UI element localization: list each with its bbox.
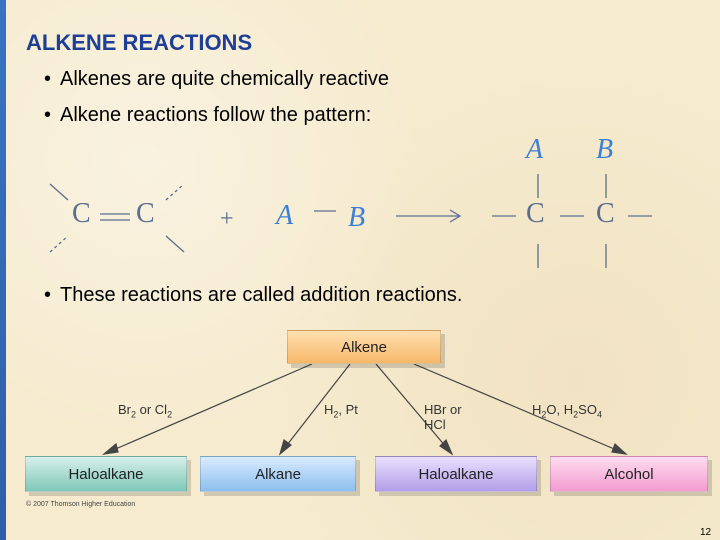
reagent-hydrogen-halide: HBr or HCl: [424, 402, 462, 432]
plus-sign: +: [220, 206, 234, 232]
reagent-halogen: Br2 or Cl2: [118, 402, 173, 420]
alcohol-box-label: Alcohol: [604, 465, 654, 483]
reagent-a: A: [276, 200, 294, 231]
reagent-hydrogen-halide-line-2: HCl: [424, 417, 446, 432]
reagent-hydrogen: H2, Pt: [324, 402, 358, 420]
arrowhead-alkane: [278, 439, 292, 456]
accent-bar: [0, 0, 6, 540]
bond-lower-right: [165, 235, 185, 253]
bullet-glyph: •: [44, 68, 52, 90]
bullet-3-text: These reactions are called addition reac…: [60, 284, 463, 306]
arrowhead-haloalkane-2: [439, 438, 454, 456]
product-carbon-2: C: [596, 198, 615, 229]
haloalkane-box-2: Haloalkane: [375, 456, 537, 492]
flowchart-arrows: [101, 363, 628, 456]
reagent-water-acid: H2O, H2SO4: [532, 402, 602, 420]
reaction-arrowhead: [449, 209, 462, 223]
reactant-carbon-2: C: [136, 198, 155, 229]
bond-lower-left: [49, 235, 69, 253]
product-a: A: [526, 134, 544, 165]
bond-upper-right: [165, 183, 185, 201]
bullet-glyph: •: [44, 284, 52, 306]
arrowhead-haloalkane-1: [101, 442, 119, 455]
product-carbon-1: C: [526, 198, 545, 229]
reagent-b: B: [348, 202, 366, 233]
slide-title: ALKENE REACTIONS: [26, 30, 253, 55]
reactant-carbon-1: C: [72, 198, 91, 229]
bullet-1-text: Alkenes are quite chemically reactive: [60, 68, 390, 90]
copyright-text: © 2007 Thomson Higher Education: [26, 501, 136, 508]
reagent-hydrogen-halide-line-1: HBr or: [424, 402, 462, 417]
haloalkane-box-2-label: Haloalkane: [418, 465, 494, 483]
arrow-to-haloalkane-2: [375, 363, 453, 455]
bullet-1: • Alkenes are quite chemically reactive: [44, 68, 389, 91]
product-b: B: [596, 134, 614, 165]
alkane-box-label: Alkane: [255, 465, 301, 483]
bullet-glyph: •: [44, 104, 52, 126]
alcohol-box: Alcohol: [550, 456, 708, 492]
alkane-box: Alkane: [200, 456, 356, 492]
alkene-box: Alkene: [287, 330, 441, 364]
arrow-to-alkane: [279, 363, 351, 455]
haloalkane-box-1: Haloalkane: [25, 456, 187, 492]
arrow-to-haloalkane-1: [103, 363, 313, 455]
alkene-box-label: Alkene: [341, 338, 387, 356]
bullet-2: • Alkene reactions follow the pattern:: [44, 104, 371, 127]
arrow-to-alcohol: [413, 363, 627, 455]
bullet-3: • These reactions are called addition rea…: [44, 284, 462, 307]
bond-upper-left: [49, 183, 69, 201]
bullet-2-text: Alkene reactions follow the pattern:: [60, 104, 372, 126]
page-number: 12: [700, 527, 712, 538]
arrowhead-alcohol: [611, 442, 628, 455]
haloalkane-box-1-label: Haloalkane: [68, 465, 144, 483]
